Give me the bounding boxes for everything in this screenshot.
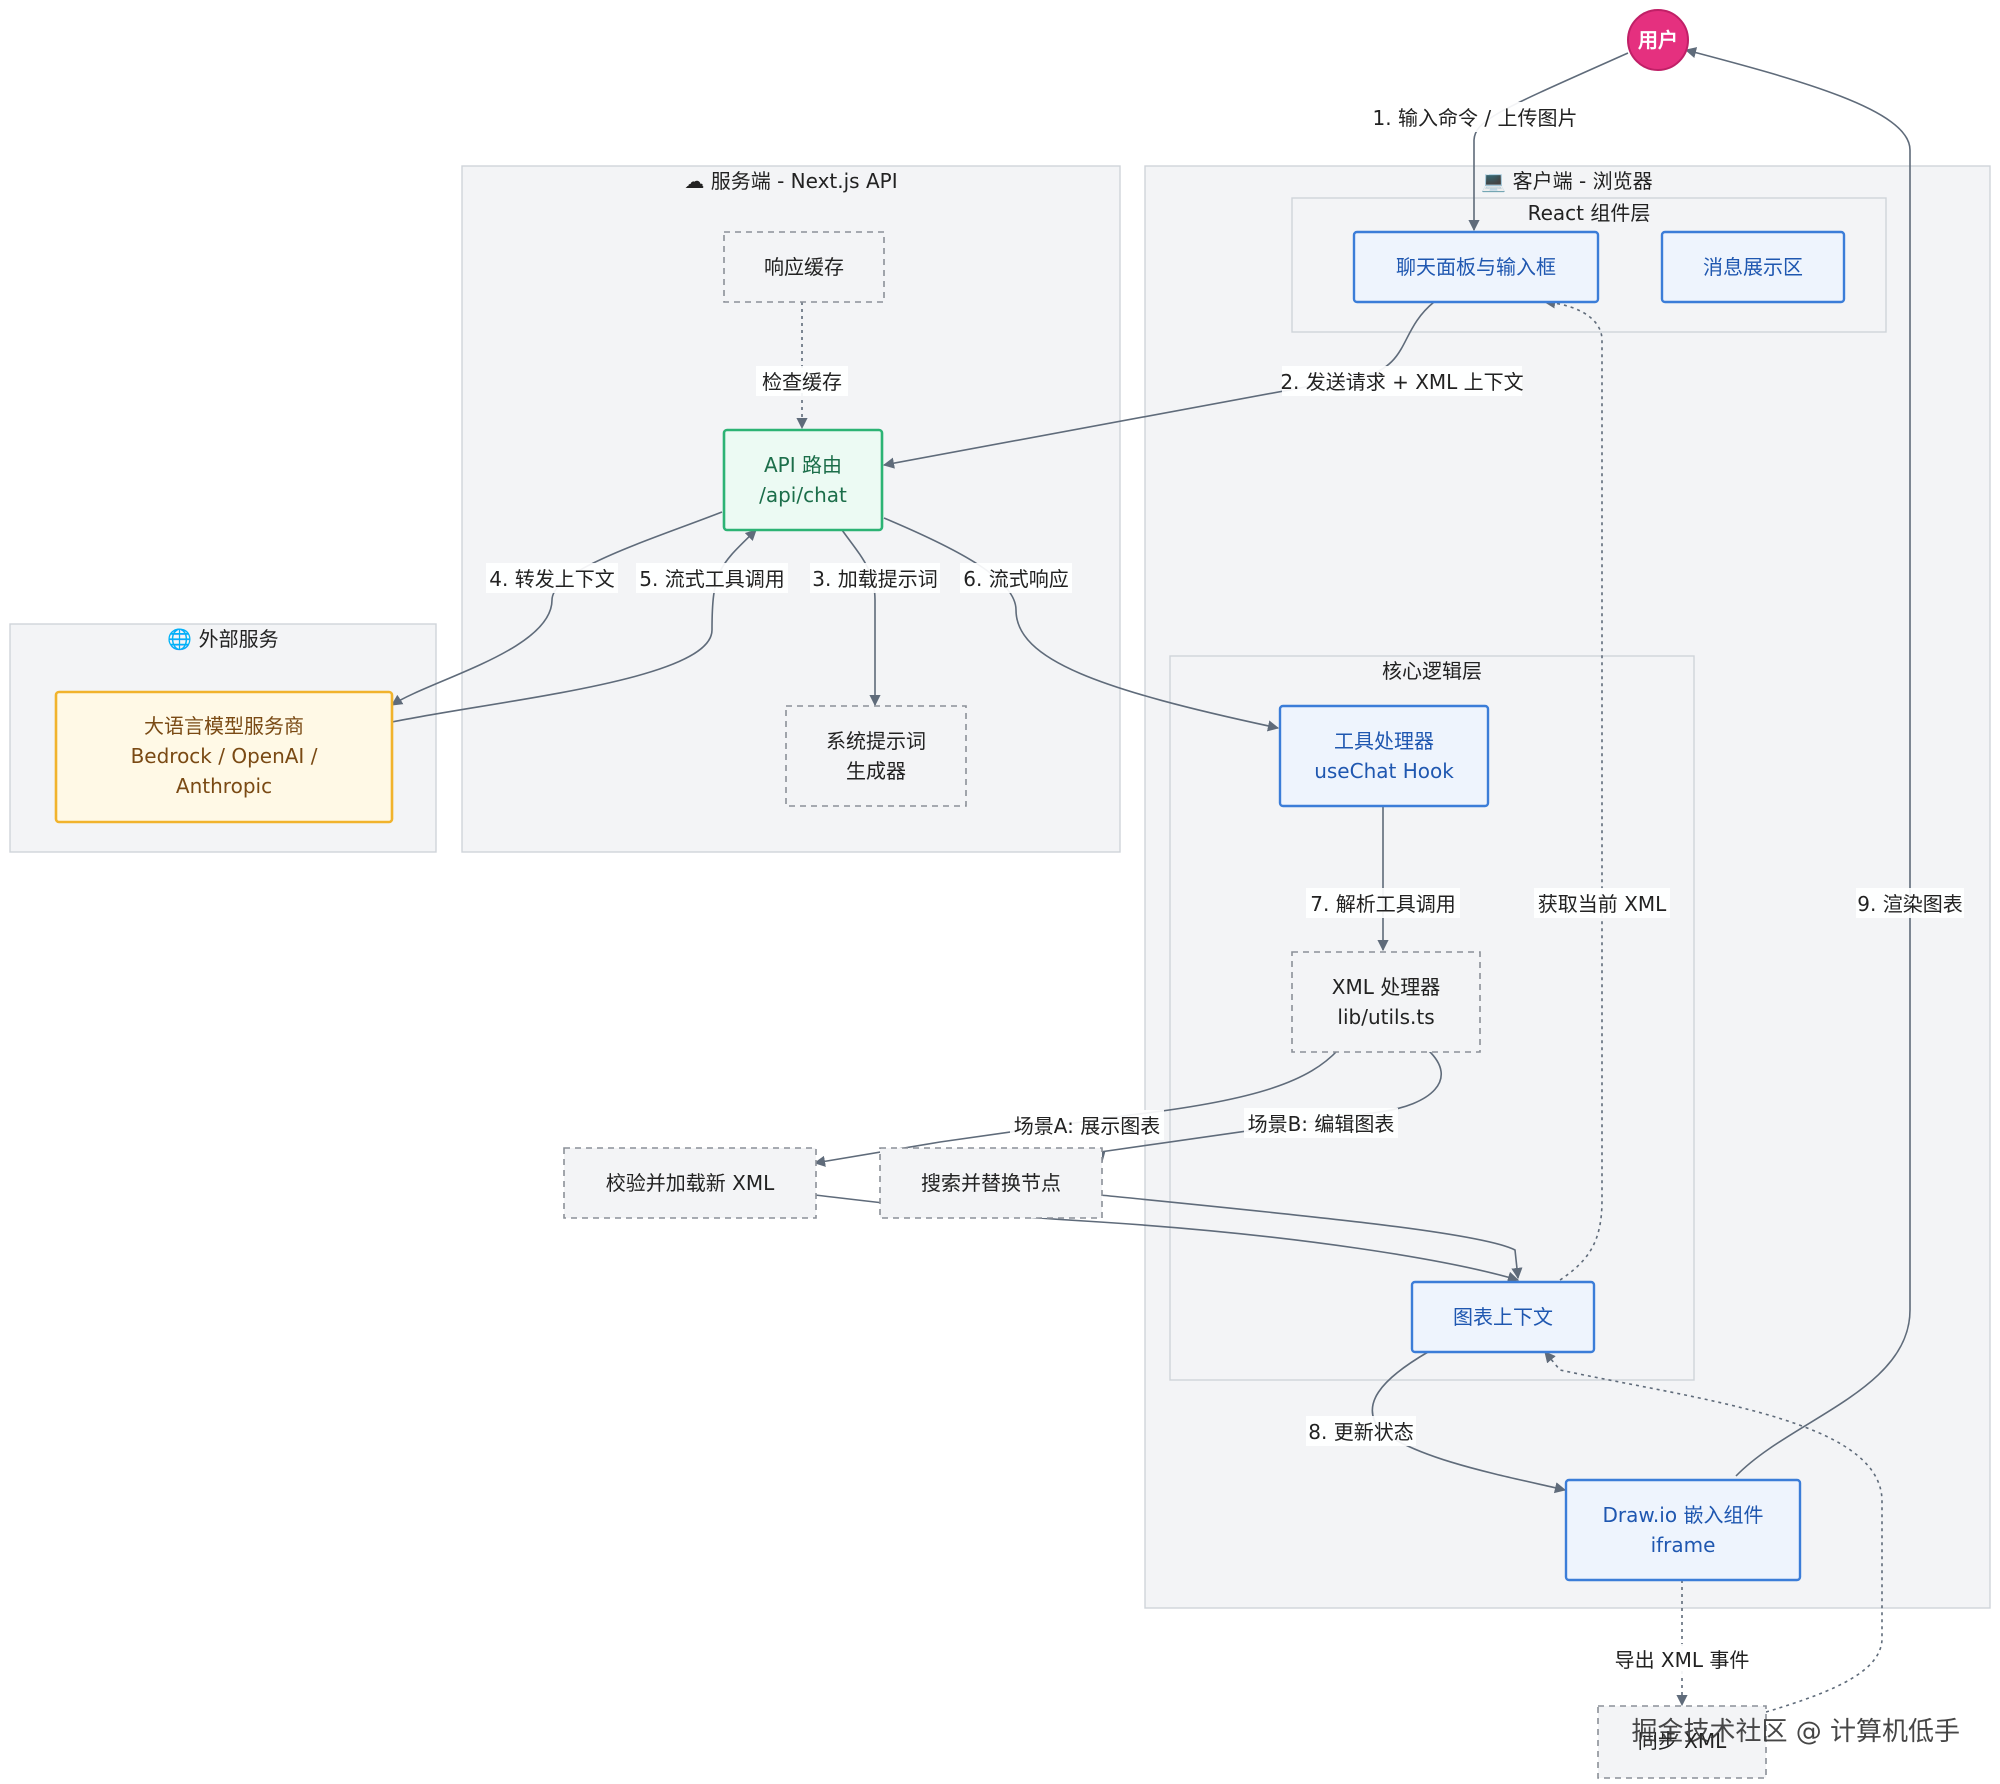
edge-sync-xml	[1544, 1351, 1883, 1713]
diagram-context-label: 图表上下文	[1453, 1305, 1553, 1329]
label-send-request: 2. 发送请求 + XML 上下文	[1280, 370, 1523, 394]
search-replace-label: 搜索并替换节点	[921, 1171, 1061, 1195]
xml-processor-label-1: XML 处理器	[1332, 975, 1440, 999]
drawio-label-1: Draw.io 嵌入组件	[1603, 1503, 1764, 1527]
react-layer-title: React 组件层	[1528, 201, 1651, 225]
llm-label-2: Bedrock / OpenAI /	[131, 744, 318, 768]
edge-forward-context	[391, 511, 723, 706]
user-label: 用户	[1638, 28, 1678, 52]
edge-replace-to-context	[1099, 1194, 1523, 1280]
edge-get-current-xml	[1543, 297, 1603, 1281]
system-prompt-label-2: 生成器	[846, 759, 906, 783]
node-tool-handler[interactable]: 工具处理器 useChat Hook	[1278, 704, 1490, 808]
edges	[391, 47, 1911, 1713]
core-layer-title: 核心逻辑层	[1382, 659, 1482, 683]
validate-load-label: 校验并加载新 XML	[606, 1171, 775, 1195]
llm-label-1: 大语言模型服务商	[144, 714, 304, 738]
node-chat-panel[interactable]: 聊天面板与输入框	[1352, 230, 1600, 304]
node-xml-processor[interactable]: XML 处理器 lib/utils.ts	[1291, 951, 1481, 1053]
label-input-command: 1. 输入命令 / 上传图片	[1373, 106, 1578, 130]
label-scene-b: 场景B: 编辑图表	[1248, 1112, 1395, 1136]
group-external-title: 🌐 外部服务	[167, 627, 278, 651]
tool-handler-label-1: 工具处理器	[1334, 729, 1434, 753]
node-user[interactable]: 用户	[1627, 9, 1689, 71]
node-api-route[interactable]: API 路由 /api/chat	[722, 428, 884, 532]
label-stream-response: 6. 流式响应	[963, 567, 1068, 591]
node-system-prompt[interactable]: 系统提示词 生成器	[785, 705, 967, 807]
label-scene-a: 场景A: 展示图表	[1014, 1114, 1160, 1138]
node-response-cache[interactable]: 响应缓存	[723, 231, 885, 303]
label-parse-tool-call: 7. 解析工具调用	[1310, 892, 1455, 916]
llm-label-3: Anthropic	[176, 774, 272, 798]
label-render-diagram: 9. 渲染图表	[1857, 892, 1962, 916]
label-load-prompt: 3. 加载提示词	[812, 567, 937, 591]
node-sync-xml[interactable]: 同步 XML	[1597, 1705, 1767, 1779]
xml-processor-label-2: lib/utils.ts	[1337, 1005, 1434, 1029]
sync-xml-label: 同步 XML	[1638, 1729, 1727, 1753]
tool-handler-label-2: useChat Hook	[1314, 759, 1454, 783]
label-get-current-xml: 获取当前 XML	[1538, 892, 1667, 916]
response-cache-label: 响应缓存	[764, 255, 844, 279]
watermark-text: 掘金技术社区 @ 计算机低手	[1631, 1717, 1960, 1747]
label-forward-context: 4. 转发上下文	[489, 567, 614, 591]
node-diagram-context[interactable]: 图表上下文	[1410, 1280, 1596, 1354]
label-stream-tool-calls: 5. 流式工具调用	[639, 567, 784, 591]
edge-stream-response	[883, 517, 1280, 732]
edge-render-diagram	[1684, 47, 1911, 1477]
node-message-area[interactable]: 消息展示区	[1660, 230, 1846, 304]
group-client-title: 💻 客户端 - 浏览器	[1481, 169, 1652, 193]
label-check-cache: 检查缓存	[762, 370, 842, 394]
system-prompt-label-1: 系统提示词	[826, 729, 926, 753]
node-drawio-embed[interactable]: Draw.io 嵌入组件 iframe	[1564, 1478, 1802, 1582]
message-area-label: 消息展示区	[1703, 255, 1803, 279]
label-export-xml: 导出 XML 事件	[1615, 1648, 1750, 1672]
chat-panel-label: 聊天面板与输入框	[1396, 255, 1556, 279]
label-update-state: 8. 更新状态	[1308, 1420, 1413, 1444]
drawio-label-2: iframe	[1651, 1533, 1716, 1557]
node-validate-load[interactable]: 校验并加载新 XML	[563, 1147, 817, 1219]
edge-labels: 1. 输入命令 / 上传图片 2. 发送请求 + XML 上下文 检查缓存 4.…	[486, 102, 1964, 1674]
api-route-label-1: API 路由	[764, 453, 842, 477]
api-route-label-2: /api/chat	[759, 483, 847, 507]
node-llm-provider[interactable]: 大语言模型服务商 Bedrock / OpenAI / Anthropic	[54, 690, 394, 824]
group-server-title: ☁ 服务端 - Next.js API	[684, 169, 897, 193]
node-search-replace[interactable]: 搜索并替换节点	[879, 1147, 1103, 1219]
